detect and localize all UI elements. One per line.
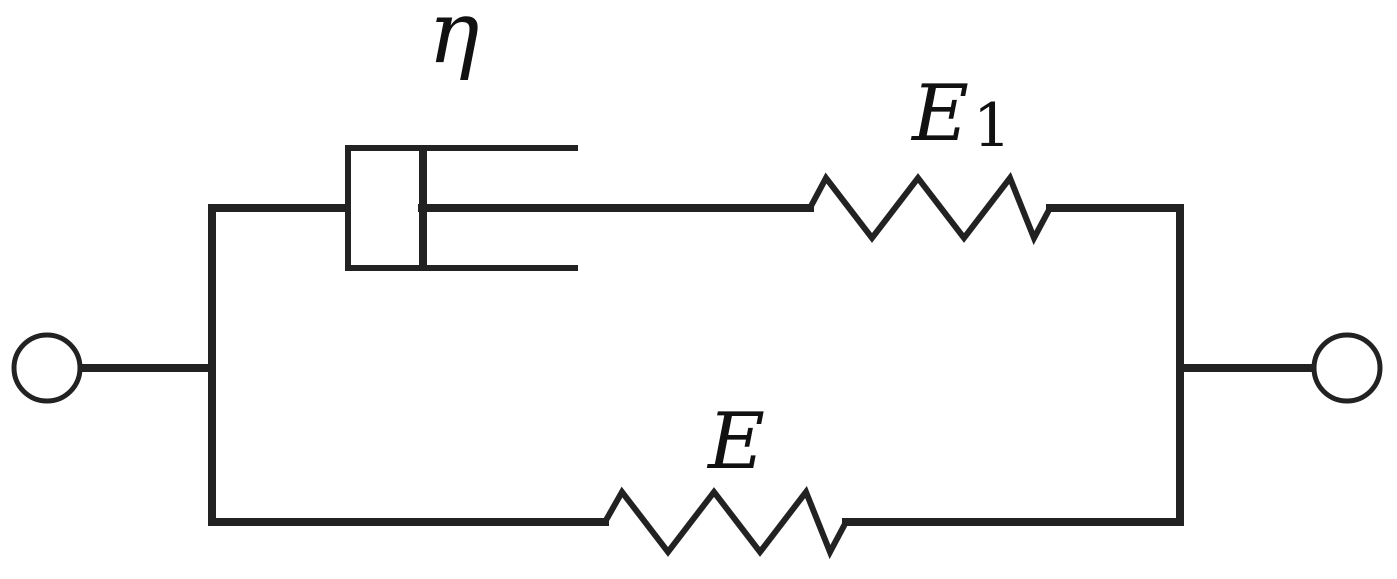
- right-terminal: [1311, 332, 1383, 404]
- series-spring-subscript: 1: [973, 91, 1011, 161]
- series-spring-label: E: [910, 69, 969, 159]
- left-terminal: [11, 332, 83, 404]
- series-spring-label-group: E1: [910, 69, 1011, 161]
- dashpot-label: η: [428, 0, 480, 83]
- parallel-spring: [602, 485, 849, 560]
- series-spring: [807, 171, 1053, 246]
- parallel-spring-label: E: [706, 397, 765, 487]
- dashpot-cylinder: [345, 145, 425, 271]
